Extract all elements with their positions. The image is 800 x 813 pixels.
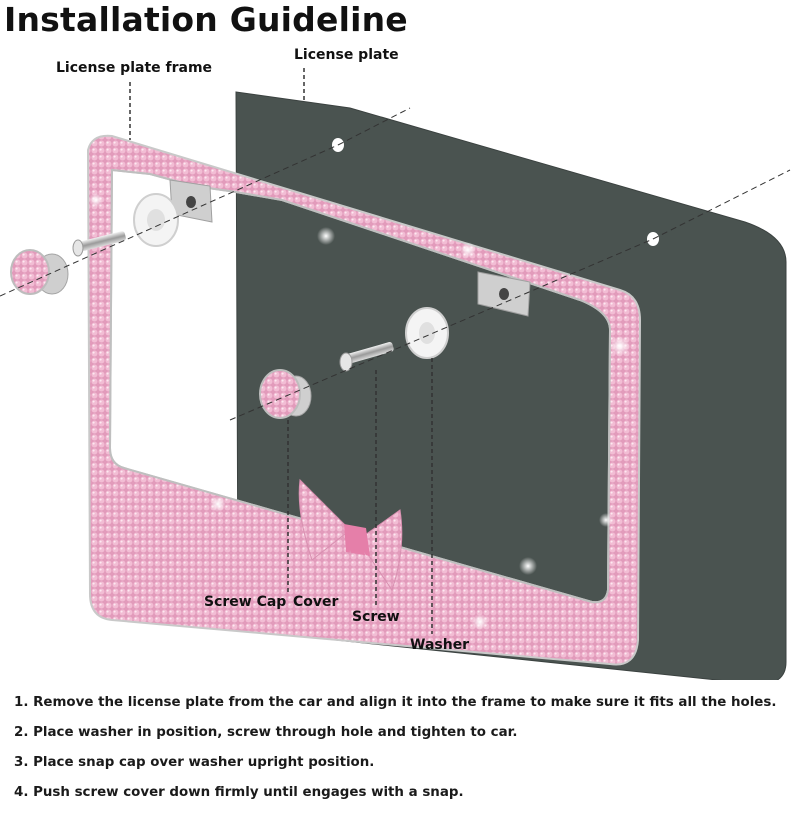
instruction-step-2: 2. Place washer in position, screw throu… xyxy=(14,725,518,740)
bow-decoration xyxy=(298,478,403,604)
label-license-plate-frame: License plate frame xyxy=(56,60,213,76)
screw-left xyxy=(72,231,126,257)
callout-lines xyxy=(129,68,433,634)
instruction-step-3: 3. Place snap cap over washer upright po… xyxy=(14,755,375,770)
frame-window xyxy=(108,168,612,604)
label-washer: Washer xyxy=(410,637,470,653)
screw-right xyxy=(339,342,394,372)
alignment-lines xyxy=(0,107,791,421)
installation-diagram xyxy=(0,68,791,680)
label-screw: Screw xyxy=(352,609,400,625)
screw-cap-left xyxy=(10,249,69,295)
instruction-step-4: 4. Push screw cover down firmly until en… xyxy=(14,785,464,800)
instruction-list: 1. Remove the license plate from the car… xyxy=(14,693,794,813)
frame-mount-hole xyxy=(499,288,509,300)
instruction-step-1: 1. Remove the license plate from the car… xyxy=(14,695,777,710)
screw-cap-right xyxy=(259,369,312,419)
washer-left xyxy=(133,193,179,247)
label-cover: Cover xyxy=(293,594,339,610)
sparkles xyxy=(89,193,630,630)
label-license-plate: License plate xyxy=(294,47,399,63)
label-screw-cap: Screw Cap xyxy=(204,594,287,610)
frame-mount-hole xyxy=(186,196,196,208)
washer-right xyxy=(405,307,449,359)
page-title: Installation Guideline xyxy=(4,0,408,39)
